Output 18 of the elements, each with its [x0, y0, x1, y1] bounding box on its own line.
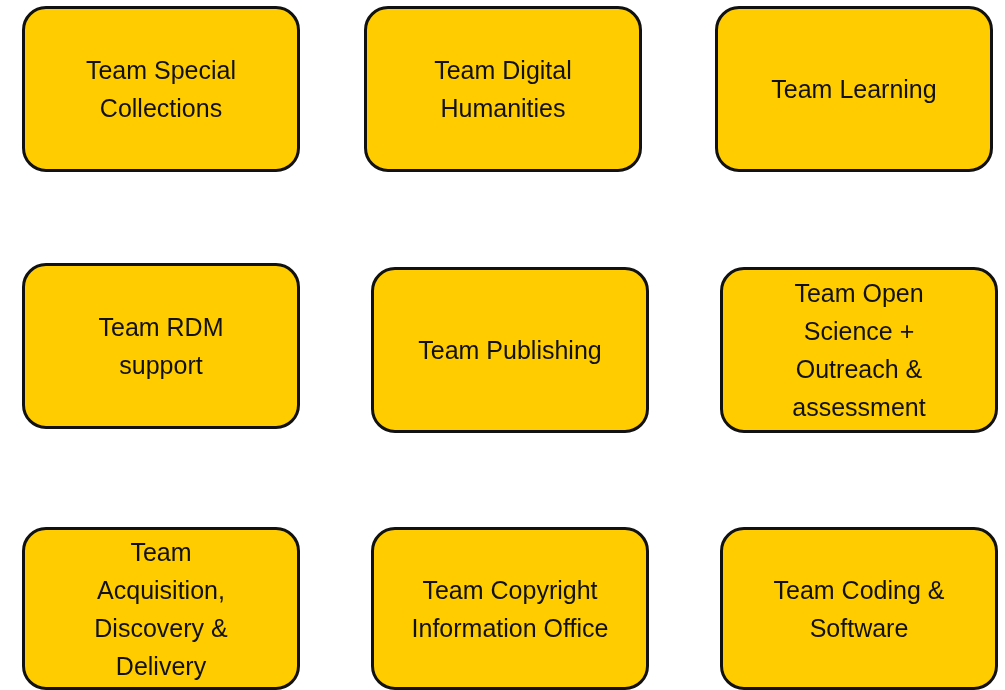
team-name: Team Special Collections: [84, 55, 238, 124]
team-name: Team Digital Humanities: [433, 55, 573, 124]
team-name: Team Coding & Software: [772, 574, 946, 644]
team-box: [715, 6, 993, 172]
team-box: [22, 6, 300, 172]
team-name: Team Publishing: [418, 335, 602, 366]
team-box: [720, 527, 998, 690]
team-box: [22, 263, 300, 429]
team-name: Team Copyright Information Office: [410, 574, 610, 644]
team-box: [371, 527, 649, 690]
team-box: [22, 527, 300, 690]
team-box: [364, 6, 642, 172]
team-name: Team Acquisition, Discovery & Delivery: [93, 536, 229, 682]
team-box: [371, 267, 649, 433]
team-name: Team RDM support: [97, 312, 225, 381]
team-name: Team Learning: [771, 74, 937, 105]
team-box: [720, 267, 998, 433]
team-name: Team Open Science + Outreach & assessment: [791, 278, 927, 423]
